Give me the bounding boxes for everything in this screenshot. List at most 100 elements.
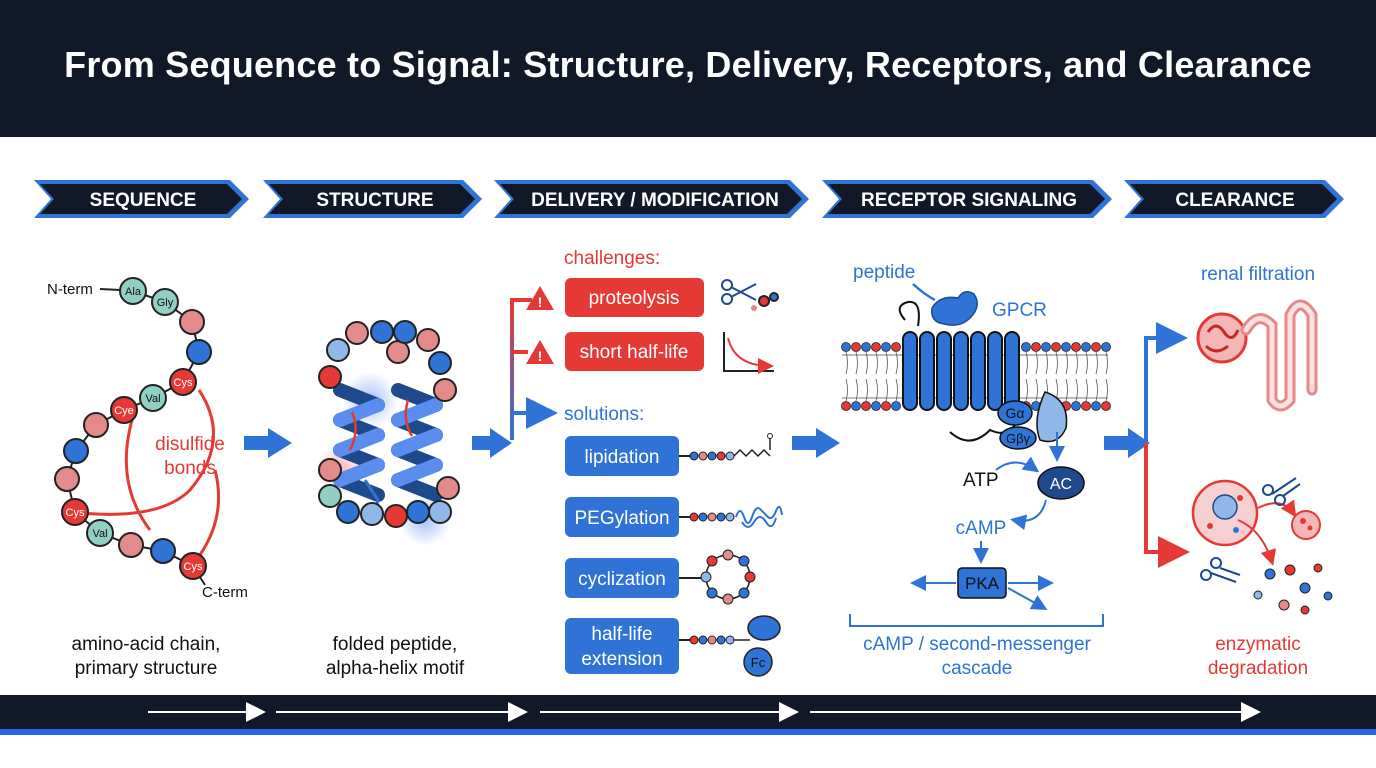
- lipid-head: [881, 401, 891, 411]
- lipid-head: [1041, 342, 1051, 352]
- lipid-tail: [1035, 351, 1038, 375]
- stage-banner-delivery: DELIVERY / MODIFICATION: [494, 180, 809, 218]
- lipid-bilayer: [841, 342, 1111, 411]
- clearance-panel: renal filtration: [1144, 264, 1333, 679]
- lipid-head: [881, 342, 891, 352]
- kidney-icon: [1196, 299, 1318, 412]
- lipid-head: [1091, 342, 1101, 352]
- n-term-label: N-term: [47, 281, 93, 298]
- adenylyl-cyclase: [1037, 466, 1085, 500]
- lipid-head: [861, 401, 871, 411]
- renal-label: renal filtration: [1201, 264, 1315, 285]
- lipid-tail: [875, 378, 878, 402]
- lipid-head: [851, 401, 861, 411]
- lipid-head: [891, 342, 901, 352]
- c-term-label: C-term: [202, 584, 248, 601]
- lipid-head: [841, 342, 851, 352]
- lipid-tail: [1105, 378, 1108, 402]
- residue-val-2: Val: [92, 528, 107, 540]
- lipid-head: [851, 342, 861, 352]
- stage-banner-structure: STRUCTURE: [263, 180, 482, 218]
- solution-lipidation-box: [565, 436, 679, 476]
- stage-banner-clearance: CLEARANCE: [1124, 180, 1344, 218]
- lipid-tail: [875, 351, 878, 375]
- fc-domain-icon: Fc: [679, 615, 781, 677]
- lipid-tail: [1105, 351, 1108, 375]
- solutions-label: solutions:: [564, 404, 644, 425]
- lipid-tail: [1095, 351, 1098, 375]
- disulfide-bond-2: [124, 409, 221, 564]
- structure-panel: folded peptide, alpha-helix motif: [316, 320, 465, 679]
- lipid-head: [1051, 342, 1061, 352]
- lipid-tail: [1085, 351, 1088, 375]
- challenges-label: challenges:: [564, 248, 660, 269]
- signaling-caption-2: cascade: [942, 658, 1013, 679]
- cascade-bracket: [849, 614, 1104, 627]
- residue-gly: Gly: [157, 297, 174, 309]
- flow-arrow-4: [1104, 428, 1150, 458]
- lipid-tail: [1085, 378, 1088, 402]
- g-beta-gamma-label: Gβγ: [1006, 431, 1031, 446]
- solution-extension: extension: [581, 649, 662, 670]
- lipid-tail: [1045, 351, 1048, 375]
- stage-label-sequence: SEQUENCE: [90, 190, 197, 211]
- amino-acid-chain: [65, 290, 206, 586]
- ring-icon: [679, 549, 756, 605]
- peptide-fragments: [1253, 563, 1333, 615]
- alpha-helix-left: [333, 383, 385, 502]
- solution-half-life-extension-box: [565, 618, 679, 674]
- warning-icon: !: [526, 340, 554, 364]
- footer-bar: [0, 695, 1376, 729]
- stage-banner-signaling: RECEPTOR SIGNALING: [822, 180, 1112, 218]
- peptide-label: peptide: [853, 262, 915, 283]
- disulfide-label: disulfide: [155, 434, 225, 455]
- svg-text:!: !: [538, 294, 543, 310]
- lipid-tail: [895, 351, 898, 375]
- gpcr-receptor: [898, 300, 1020, 442]
- lipid-tail: [1025, 351, 1028, 375]
- structure-caption-1: folded peptide,: [333, 634, 458, 655]
- lipid-head: [1081, 342, 1091, 352]
- fc-label: Fc: [751, 655, 766, 670]
- lipid-head: [871, 401, 881, 411]
- pka-label: PKA: [965, 574, 1000, 593]
- lipid-tail: [845, 351, 848, 375]
- scissors-icon: [1200, 557, 1241, 583]
- bonds-label: bonds: [164, 458, 216, 479]
- lipid-tail: [1025, 378, 1028, 402]
- footer-accent-line: [0, 729, 1376, 735]
- pka-box: [957, 567, 1007, 599]
- lipid-tail: [885, 351, 888, 375]
- disulfide-bond-1: [81, 389, 216, 516]
- lipid-head: [1101, 401, 1111, 411]
- ac-label: AC: [1050, 476, 1072, 493]
- flow-arrow-3: [792, 428, 840, 458]
- lipid-tail: [895, 378, 898, 402]
- lipid-tail: [1065, 378, 1068, 402]
- alpha-helix-right: [391, 383, 443, 502]
- stage-label-clearance: CLEARANCE: [1175, 190, 1294, 211]
- gpcr-label: GPCR: [992, 300, 1047, 321]
- challenge-half-life-box: [565, 332, 704, 371]
- lipid-tail: [855, 351, 858, 375]
- lipid-head: [841, 401, 851, 411]
- lipid-tail: [885, 378, 888, 402]
- stage-label-signaling: RECEPTOR SIGNALING: [861, 190, 1077, 211]
- lipid-head: [1061, 342, 1071, 352]
- page-title: From Sequence to Signal: Structure, Deli…: [64, 44, 1312, 85]
- signaling-panel: peptide GPCR Gα Gβγ ATP: [841, 262, 1111, 679]
- lipid-head: [1021, 342, 1031, 352]
- g-alpha-subunit: [997, 400, 1033, 426]
- flow-arrow-1: [244, 428, 292, 458]
- delivery-panel: ! ! challenges: proteolysis short half-l…: [510, 248, 783, 677]
- lipid-tail: [865, 378, 868, 402]
- solution-cyclization-box: [565, 558, 679, 598]
- residue-ala: Ala: [125, 286, 142, 298]
- header: From Sequence to Signal: Structure, Deli…: [0, 0, 1376, 137]
- lipid-head: [1091, 401, 1101, 411]
- lipid-head: [1101, 342, 1111, 352]
- lipid-head: [1071, 342, 1081, 352]
- g-alpha-label: Gα: [1006, 405, 1025, 421]
- residue-cys-1: Cys: [174, 377, 193, 389]
- signaling-caption-1: cAMP / second-messenger: [863, 634, 1091, 655]
